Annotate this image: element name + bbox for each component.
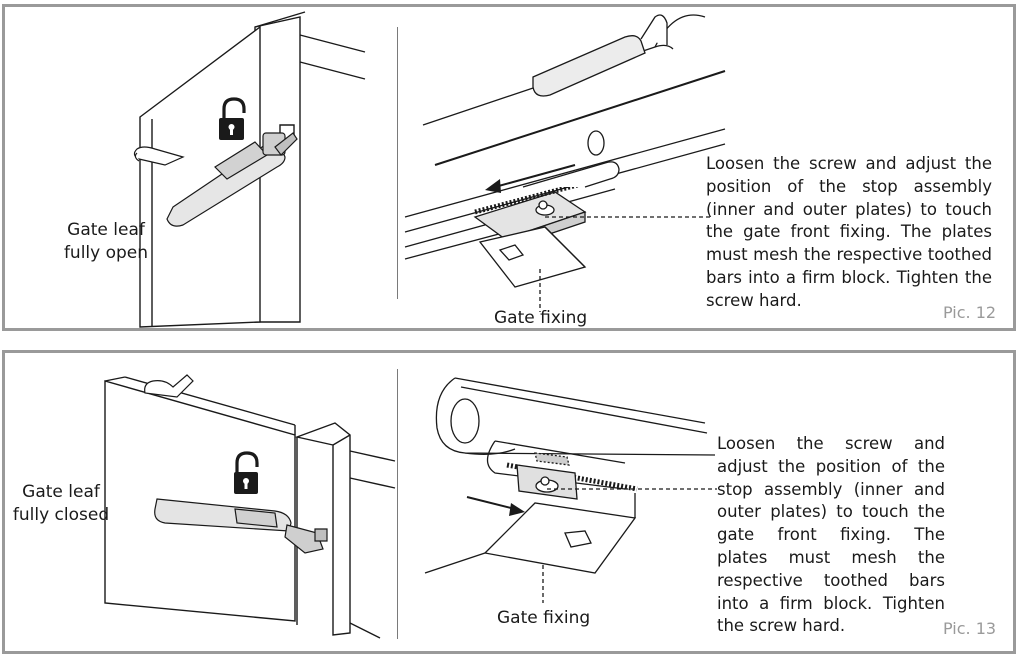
gate-open-illustration: [5, 7, 385, 327]
divider: [397, 27, 398, 299]
figure-caption: Pic. 12: [943, 303, 997, 322]
figure-panel-pic-12: Gate leaf fully open: [2, 4, 1016, 331]
unlocked-padlock-icon: [219, 99, 244, 140]
leaf-label: Gate leaf fully open: [51, 219, 161, 265]
stop-assembly-detail-top: [405, 7, 735, 327]
instruction-text: Loosen the screw and adjust the position…: [706, 154, 992, 310]
leaf-label: Gate leaf fully closed: [7, 481, 115, 527]
figure-caption: Pic. 13: [943, 619, 997, 638]
stop-assembly-detail-bottom: [425, 353, 745, 653]
hand-icon: [145, 375, 193, 397]
leaf-label-line-1: Gate leaf: [22, 482, 100, 502]
hand-icon: [134, 147, 183, 165]
gate-closed-illustration: [5, 353, 395, 653]
fixing-label: Gate fixing: [494, 308, 588, 328]
unlocked-padlock-icon: [234, 453, 258, 494]
instruction-text: Loosen the screw and adjust the position…: [717, 434, 945, 636]
leaf-label-line-2: fully open: [63, 243, 149, 263]
fixing-label: Gate fixing: [497, 608, 591, 628]
divider: [397, 369, 398, 639]
figure-panel-pic-13: Gate leaf fully closed: [2, 350, 1016, 654]
leaf-label-line-1: Gate leaf: [67, 220, 145, 240]
leaf-label-line-2: fully closed: [12, 505, 110, 525]
